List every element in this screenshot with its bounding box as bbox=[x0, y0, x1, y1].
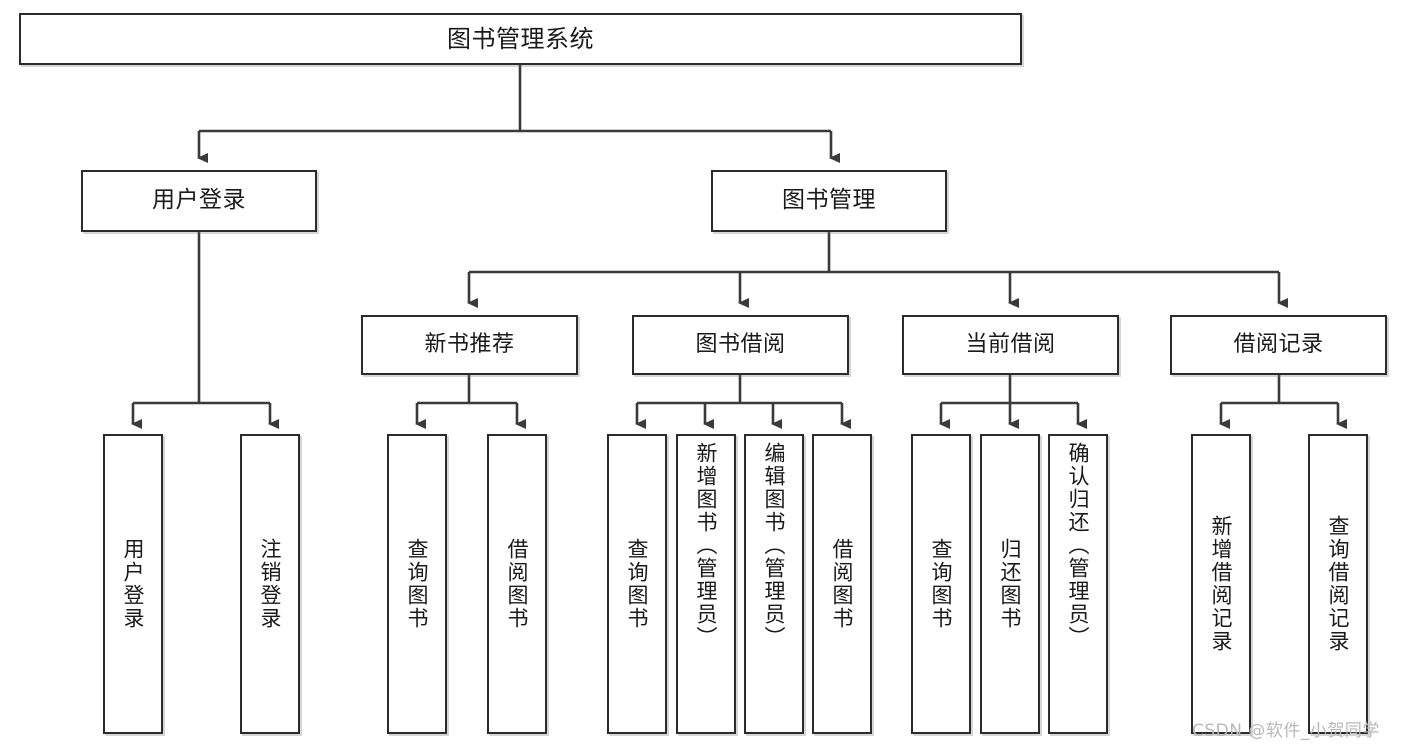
node-label: 用户登录 bbox=[152, 187, 246, 214]
leaf-confirm-return-admin[interactable]: 确认归还（管理员） bbox=[1048, 434, 1108, 734]
node-label: 查询借阅记录 bbox=[1326, 515, 1351, 653]
node-label: 查询图书 bbox=[929, 538, 954, 630]
leaf-query-borrow-record[interactable]: 查询借阅记录 bbox=[1308, 434, 1368, 734]
node-book-manage[interactable]: 图书管理 bbox=[711, 170, 947, 232]
node-label: 新增借阅记录 bbox=[1209, 515, 1234, 653]
node-label: 借阅图书 bbox=[505, 538, 530, 630]
leaf-edit-book-admin[interactable]: 编辑图书（管理员） bbox=[744, 434, 804, 734]
node-label: 图书管理 bbox=[782, 187, 876, 214]
node-label: 注销登录 bbox=[258, 538, 283, 630]
leaf-user-login[interactable]: 用户登录 bbox=[103, 434, 163, 734]
node-label: 归还图书 bbox=[998, 538, 1023, 630]
leaf-query-book-borrow[interactable]: 查询图书 bbox=[607, 434, 667, 734]
node-label: 当前借阅 bbox=[965, 331, 1056, 357]
node-label: 编辑图书（管理员） bbox=[762, 442, 787, 649]
watermark-text: CSDN @软件_小贺同学 bbox=[1192, 721, 1380, 741]
node-label: 借阅图书 bbox=[830, 538, 855, 630]
leaf-logout-login[interactable]: 注销登录 bbox=[240, 434, 300, 734]
leaf-return-book[interactable]: 归还图书 bbox=[980, 434, 1040, 734]
node-new-book-rec[interactable]: 新书推荐 bbox=[361, 315, 578, 375]
node-user-login[interactable]: 用户登录 bbox=[81, 170, 317, 232]
node-label: 图书借阅 bbox=[695, 331, 786, 357]
leaf-query-book-current[interactable]: 查询图书 bbox=[911, 434, 971, 734]
node-borrow-record[interactable]: 借阅记录 bbox=[1170, 315, 1387, 375]
leaf-borrow-book-new-rec[interactable]: 借阅图书 bbox=[487, 434, 547, 734]
node-label: 确认归还（管理员） bbox=[1066, 442, 1091, 649]
leaf-add-book-admin[interactable]: 新增图书（管理员） bbox=[676, 434, 736, 734]
node-book-borrow[interactable]: 图书借阅 bbox=[632, 315, 849, 375]
leaf-query-book-new-rec[interactable]: 查询图书 bbox=[387, 434, 447, 734]
node-label: 查询图书 bbox=[405, 538, 430, 630]
node-label: 借阅记录 bbox=[1233, 331, 1324, 357]
node-label: 新增图书（管理员） bbox=[694, 442, 719, 649]
leaf-add-borrow-record[interactable]: 新增借阅记录 bbox=[1191, 434, 1251, 734]
node-label: 图书管理系统 bbox=[447, 24, 594, 53]
node-label: 用户登录 bbox=[121, 538, 146, 630]
node-label: 新书推荐 bbox=[424, 331, 515, 357]
node-label: 查询图书 bbox=[625, 538, 650, 630]
node-root-system[interactable]: 图书管理系统 bbox=[19, 13, 1022, 65]
node-current-borrow[interactable]: 当前借阅 bbox=[902, 315, 1119, 375]
leaf-borrow-book-borrow[interactable]: 借阅图书 bbox=[812, 434, 872, 734]
